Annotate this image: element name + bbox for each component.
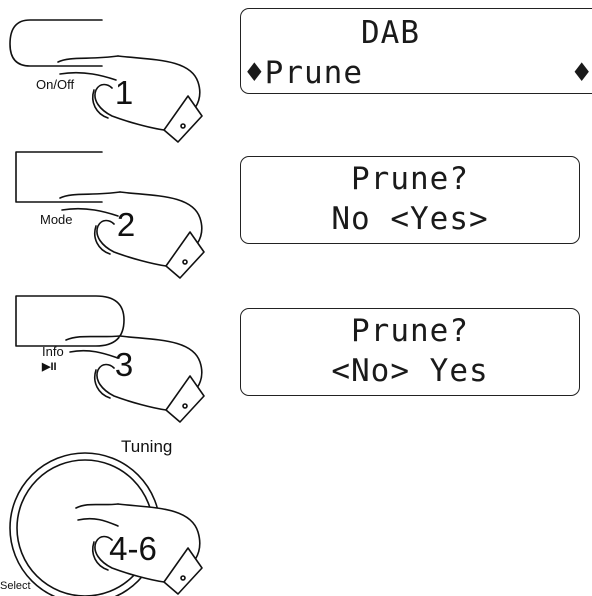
- lcd-line-1: DAB: [361, 15, 420, 51]
- pointing-hand-icon-4: [75, 503, 203, 595]
- info-button-outline: [15, 295, 125, 347]
- pointing-hand-icon-2: [59, 191, 205, 279]
- mode-label: Mode: [40, 212, 73, 227]
- step-number-4-6: 4-6: [109, 530, 157, 567]
- tuning-label: Tuning: [121, 437, 173, 456]
- lcd-line-2: <No> Yes: [331, 353, 489, 389]
- step-number-2: 2: [116, 206, 136, 243]
- lcd-line-1: Prune?: [351, 161, 469, 197]
- lcd-line-2-left: ♦Prune: [245, 55, 363, 91]
- select-label: Select: [0, 580, 31, 592]
- lcd-display-1: DAB ♦Prune ♦: [240, 8, 592, 94]
- info-label: Info: [42, 344, 64, 359]
- pointing-hand-icon-1: [57, 55, 203, 143]
- lcd-display-3: Prune? <No> Yes: [240, 308, 580, 396]
- lcd-line-1: Prune?: [351, 313, 469, 349]
- pointing-hand-icon-3: [65, 335, 205, 423]
- step-number-3: 3: [114, 346, 134, 383]
- mode-button-outline: [15, 151, 103, 203]
- step-number-1: 1: [114, 74, 134, 111]
- lcd-display-2: Prune? No <Yes>: [240, 156, 580, 244]
- lcd-line-2-right: ♦: [572, 55, 592, 91]
- play-pause-icon: ▶II: [42, 361, 57, 373]
- on-off-button-outline: [9, 19, 103, 67]
- on-off-label: On/Off: [36, 77, 75, 92]
- lcd-line-2: No <Yes>: [331, 201, 489, 237]
